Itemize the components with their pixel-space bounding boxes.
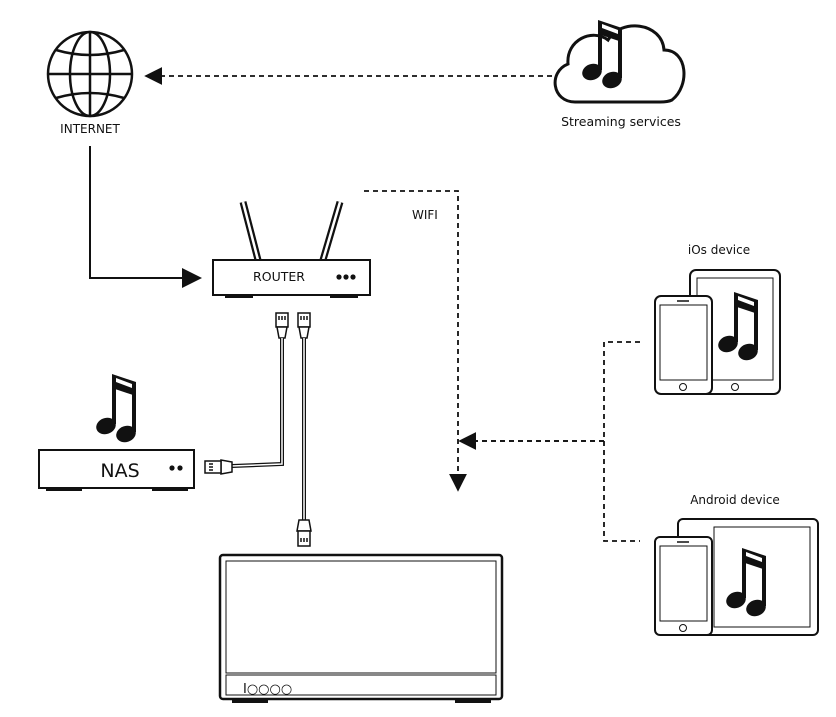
wifi-dashed-line xyxy=(364,190,467,492)
ethernet-plug-icon xyxy=(297,312,311,339)
speaker-icon xyxy=(218,553,504,703)
nas-icon xyxy=(38,449,195,491)
internet-label: INTERNET xyxy=(60,122,120,136)
speaker-controls: I○○○○ xyxy=(243,682,292,697)
globe-icon xyxy=(46,30,134,118)
android-label: Android device xyxy=(690,493,780,507)
internet-to-router-line xyxy=(89,146,202,288)
phone-icon xyxy=(654,536,713,636)
phone-icon xyxy=(654,295,713,395)
ios-label: iOs device xyxy=(688,243,750,257)
wifi-label: WIFI xyxy=(412,208,438,222)
cloud-music-icon xyxy=(553,18,686,104)
streaming-label: Streaming services xyxy=(561,114,681,129)
music-note-icon xyxy=(91,372,141,447)
router-to-nas-cable xyxy=(231,338,284,468)
ethernet-plug-icon xyxy=(275,312,289,339)
devices-to-wifi-line xyxy=(462,341,640,542)
router-icon xyxy=(212,201,371,298)
router-label: ROUTER xyxy=(253,269,305,284)
ethernet-plug-icon xyxy=(204,459,233,475)
nas-label: NAS xyxy=(100,460,139,482)
ethernet-plug-icon xyxy=(296,519,312,547)
